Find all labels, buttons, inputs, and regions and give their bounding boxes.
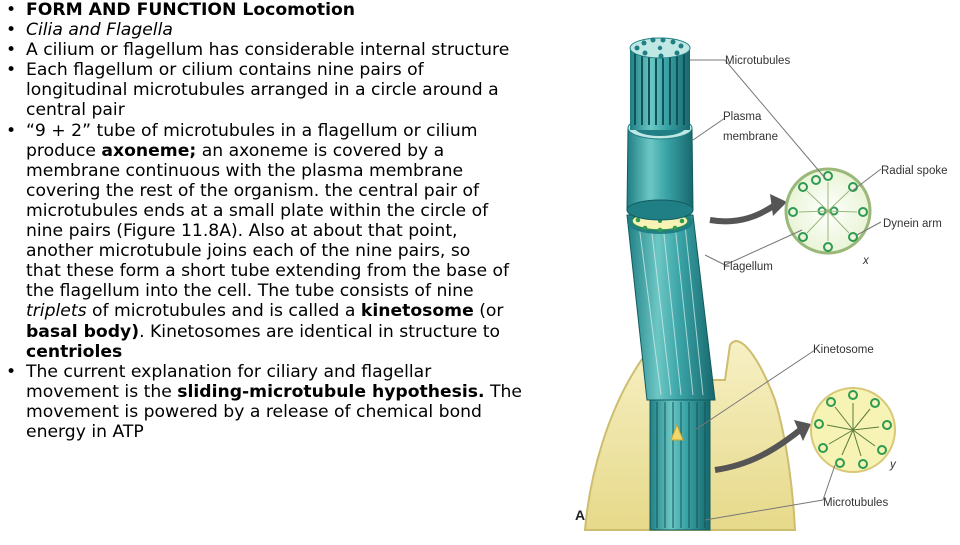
bullet-text-run: another microtubule joins each of the ni… bbox=[26, 241, 471, 262]
bullet-line: central pair bbox=[26, 100, 563, 120]
bullet-item: • The current explanation for ciliary and… bbox=[0, 362, 563, 442]
label-microtubules-bottom: Microtubules bbox=[823, 497, 888, 509]
label-microtubules-top: Microtubules bbox=[725, 55, 790, 67]
bullet-text-run: Cilia and Flagella bbox=[26, 20, 173, 41]
bullet-dot: • bbox=[6, 361, 17, 382]
slide-text: • FORM AND FUNCTION Locomotion • Cilia and … bbox=[0, 0, 563, 442]
bullet-dot: • bbox=[6, 120, 17, 141]
bullet-line: longitudinal microtubules arranged in a … bbox=[26, 80, 563, 100]
bullet-line: another microtubule joins each of the ni… bbox=[26, 241, 563, 261]
bullet-text-run: . Kinetosomes are identical in structure… bbox=[139, 321, 500, 342]
bullet-line: “9 + 2” tube of microtubules in a flagel… bbox=[26, 121, 563, 141]
bullet-line: energy in ATP bbox=[26, 422, 563, 442]
bullet-dot: • bbox=[6, 0, 17, 20]
bullet-item: • Each flagellum or cilium contains nine… bbox=[0, 60, 563, 120]
label-radial-spoke: Radial spoke bbox=[881, 165, 947, 177]
bullet-text-run: movement is powered by a release of chem… bbox=[26, 401, 482, 422]
bullet-text-run: A cilium or flagellum has considerable i… bbox=[26, 40, 510, 61]
bullet-text-run: nine pairs (Figure 11.8A). Also at about… bbox=[26, 221, 458, 242]
bullet-text-run: the flagellum into the cell. The tube co… bbox=[26, 281, 474, 302]
bullet-text-run: FORM AND FUNCTION Locomotion bbox=[26, 0, 356, 20]
bullet-line: Each flagellum or cilium contains nine p… bbox=[26, 60, 563, 80]
bullet-line: movement is powered by a release of chem… bbox=[26, 402, 563, 422]
bullet-dot: • bbox=[6, 60, 17, 81]
plasma-membrane-sleeve bbox=[626, 127, 694, 211]
kinetosome-tube bbox=[649, 399, 711, 531]
bullet-text-run: produce bbox=[26, 140, 102, 161]
bullet-line: centrioles bbox=[26, 342, 563, 362]
bullet-line: movement is the sliding-microtubule hypo… bbox=[26, 382, 563, 402]
label-x: x bbox=[862, 255, 870, 267]
bullet-text-run: that these form a short tube extending f… bbox=[26, 261, 510, 282]
label-panel: A bbox=[575, 507, 585, 523]
flagellum-figure: Microtubules Plasma membrane Radial spok… bbox=[565, 0, 960, 540]
bullet-text-run: an axoneme is covered by a bbox=[196, 140, 445, 161]
bullet-dot: • bbox=[6, 20, 17, 41]
bullet-item: • Cilia and Flagella bbox=[0, 20, 563, 40]
bullet-text-run: central pair bbox=[26, 100, 125, 121]
bullet-text-run: kinetosome bbox=[360, 301, 474, 322]
bullet-item: • “9 + 2” tube of microtubules in a flag… bbox=[0, 121, 563, 362]
flagellum-diagram: Microtubules Plasma membrane Radial spok… bbox=[575, 37, 947, 531]
bullet-text-run: centrioles bbox=[26, 341, 123, 362]
bullet-text-run: (or bbox=[473, 301, 504, 322]
bullet-line: microtubules ends at a small plate withi… bbox=[26, 201, 563, 221]
bullet-text-run: Each flagellum or cilium contains nine p… bbox=[26, 60, 424, 81]
bullet-item: • A cilium or flagellum has considerable … bbox=[0, 40, 563, 60]
label-plasma: Plasma bbox=[723, 111, 762, 123]
bullet-item: • FORM AND FUNCTION Locomotion bbox=[0, 0, 563, 20]
bullet-text-run: sliding-microtubule hypothesis. bbox=[177, 381, 485, 402]
bullet-line: The current explanation for ciliary and … bbox=[26, 362, 563, 382]
label-dynein-arm: Dynein arm bbox=[883, 218, 942, 230]
bullet-text-run: triplets bbox=[26, 301, 87, 322]
bullet-text-run: microtubules ends at a small plate withi… bbox=[26, 200, 489, 221]
label-membrane: membrane bbox=[723, 131, 778, 143]
bullet-text-run: “9 + 2” tube of microtubules in a flagel… bbox=[26, 120, 478, 141]
bullet-line: the flagellum into the cell. The tube co… bbox=[26, 281, 563, 301]
bullet-text-run: energy in ATP bbox=[26, 421, 144, 442]
bullet-line: basal body). Kinetosomes are identical i… bbox=[26, 322, 563, 342]
bullet-text-run: membrane continuous with the plasma memb… bbox=[26, 160, 464, 181]
bullet-line: produce axoneme; an axoneme is covered b… bbox=[26, 141, 563, 161]
bullet-text-run: movement is the bbox=[26, 381, 178, 402]
arrow-to-kinetosome bbox=[714, 427, 802, 473]
bullet-list: • FORM AND FUNCTION Locomotion • Cilia and … bbox=[0, 0, 563, 442]
bullet-dot: • bbox=[6, 40, 17, 61]
label-y: y bbox=[889, 459, 897, 471]
bullet-text-run: covering the rest of the organism. the c… bbox=[26, 180, 480, 201]
label-kinetosome: Kinetosome bbox=[813, 344, 874, 356]
bullet-text-run: basal body) bbox=[26, 321, 140, 342]
bullet-line: that these form a short tube extending f… bbox=[26, 261, 563, 281]
bullet-text-run: The bbox=[484, 381, 522, 402]
label-flagellum: Flagellum bbox=[723, 261, 773, 273]
bullet-text-run: axoneme; bbox=[101, 140, 197, 161]
bullet-line: covering the rest of the organism. the c… bbox=[26, 181, 563, 201]
bullet-line: nine pairs (Figure 11.8A). Also at about… bbox=[26, 221, 563, 241]
microtubule-bundle bbox=[630, 50, 690, 130]
bullet-line: triplets of microtubules and is called a… bbox=[26, 301, 563, 321]
bullet-text-run: longitudinal microtubules arranged in a … bbox=[26, 80, 499, 101]
bullet-text-run: The current explanation for ciliary and … bbox=[26, 361, 432, 382]
bullet-text-run: of microtubules and is called a bbox=[86, 301, 361, 322]
bullet-line: membrane continuous with the plasma memb… bbox=[26, 161, 563, 181]
arrow-to-axoneme bbox=[709, 202, 777, 225]
